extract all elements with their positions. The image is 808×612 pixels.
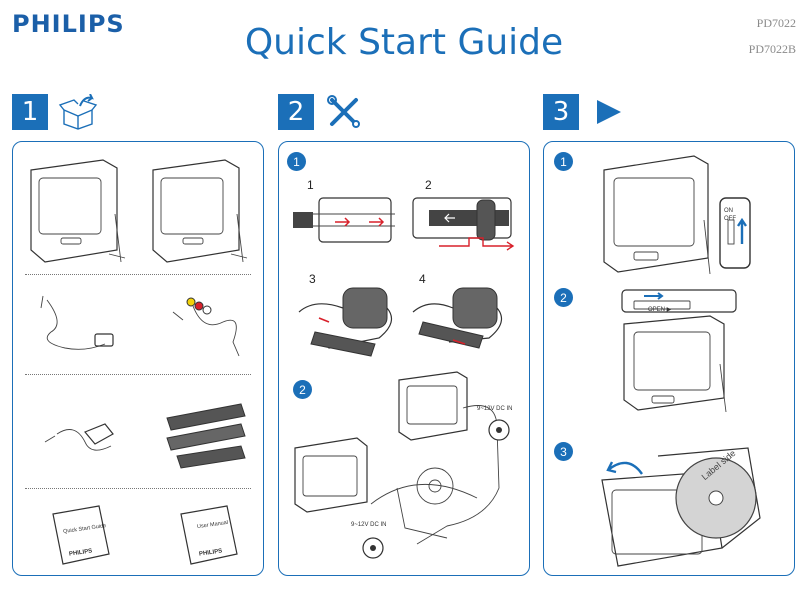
step-header-1: 1 (12, 92, 98, 132)
player-unit-illustration (30, 159, 126, 263)
quick-start-booklet-illustration (52, 505, 110, 565)
headrest-strap-step-3 (298, 287, 393, 357)
user-manual-booklet-illustration (180, 505, 238, 565)
insert-disc-illustration (601, 447, 761, 567)
substep-badge-1: 1 (554, 152, 573, 171)
step-number: 2 (278, 94, 314, 130)
substep-badge-3: 3 (554, 442, 573, 461)
divider (25, 488, 251, 489)
open-button-label: OPEN ▶ (648, 307, 672, 313)
mounting-straps-illustration (166, 403, 246, 469)
model-number: PD7022 (756, 16, 796, 30)
headrest-strap-step-1 (293, 197, 395, 243)
switch-on-label: ON (724, 208, 733, 214)
tools-icon (327, 95, 360, 128)
panel-installation: 1 1 2 3 4 2 (278, 141, 530, 576)
divider (25, 374, 251, 375)
car-dual-player-connection-diagram (294, 371, 510, 559)
dc-in-label-upper: 9~12V DC IN (477, 406, 513, 412)
mount-step-2: 2 (425, 178, 432, 192)
mount-step-3: 3 (309, 272, 316, 286)
ac-adapter-illustration (40, 295, 114, 350)
divider (25, 274, 251, 275)
step-header-3: 3 (543, 92, 629, 132)
open-lid-illustration (623, 315, 727, 413)
step-number: 1 (12, 94, 48, 130)
mount-step-1: 1 (307, 178, 314, 192)
panel-package-contents: Quick Start Guide PHILIPS User Manual PH… (12, 141, 264, 576)
car-adapter-illustration (44, 423, 114, 451)
model-number-alt: PD7022B (748, 42, 796, 56)
headrest-strap-step-4 (412, 287, 503, 349)
mount-step-4: 4 (419, 272, 426, 286)
player-unit-illustration-2 (152, 159, 248, 263)
dc-in-label-lower: 9~12V DC IN (351, 522, 387, 528)
step-header-2: 2 (278, 92, 364, 132)
brand-logo: PHILIPS (12, 10, 125, 38)
box-unpack-icon (58, 94, 98, 130)
headrest-strap-step-2 (412, 197, 515, 251)
switch-off-label: OFF (724, 216, 736, 222)
step-number: 3 (543, 94, 579, 130)
power-on-illustration (603, 155, 751, 275)
open-button-callout (621, 289, 737, 313)
substep-badge-2: 2 (554, 288, 573, 307)
av-cable-illustration (172, 297, 240, 357)
substep-badge-1: 1 (287, 152, 306, 171)
play-icon (597, 100, 621, 124)
panel-operation: 1 ON OFF 2 OPEN ▶ 3 Label side (543, 141, 795, 576)
substep-badge-2: 2 (293, 380, 312, 399)
page-title: Quick Start Guide (244, 22, 564, 63)
